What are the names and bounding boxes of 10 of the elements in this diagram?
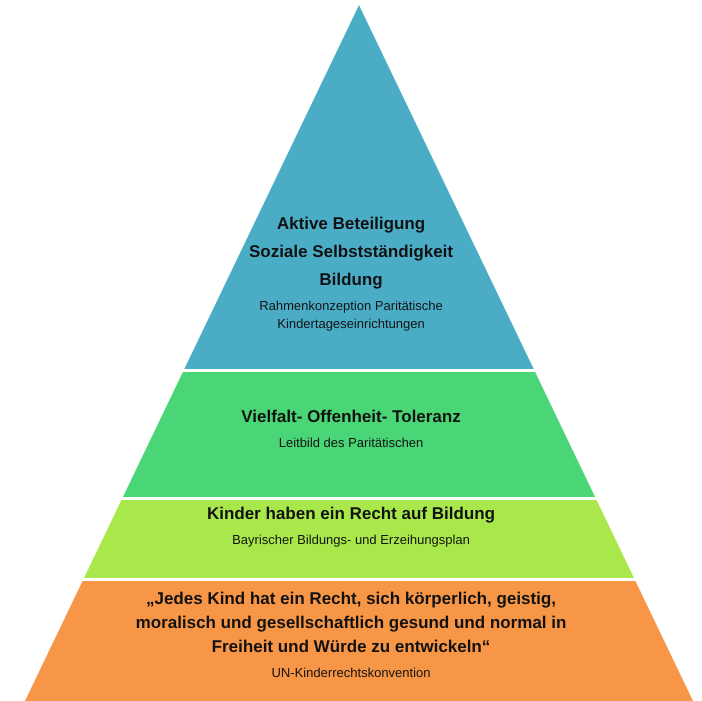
tier-heading: Soziale Selbstständigkeit <box>248 241 454 263</box>
tier-heading: Kinder haben ein Recht auf Bildung <box>206 503 496 525</box>
tier-heading: Bildung <box>319 269 383 291</box>
source-note: Leitbild des Paritätischen <box>278 434 424 452</box>
tier-heading: Aktive Beteiligung <box>276 213 426 235</box>
tier-heading: „Jedes Kind hat ein Recht, sich körperlich, geistig, moralisch und gesellschaftlich gesund und normal in Freiheit und Würde zu entwickeln“ <box>134 588 568 658</box>
source-note: Rahmenkonzeption Paritätische Kindertageseinrichtungen <box>258 297 444 333</box>
source-note: Bayrischer Bildungs- und Erzeihungsplan <box>232 531 470 549</box>
tier-heading: Vielfalt- Offenheit- Toleranz <box>241 406 461 428</box>
source-note: UN-Kinderrechtskonvention <box>272 664 430 682</box>
